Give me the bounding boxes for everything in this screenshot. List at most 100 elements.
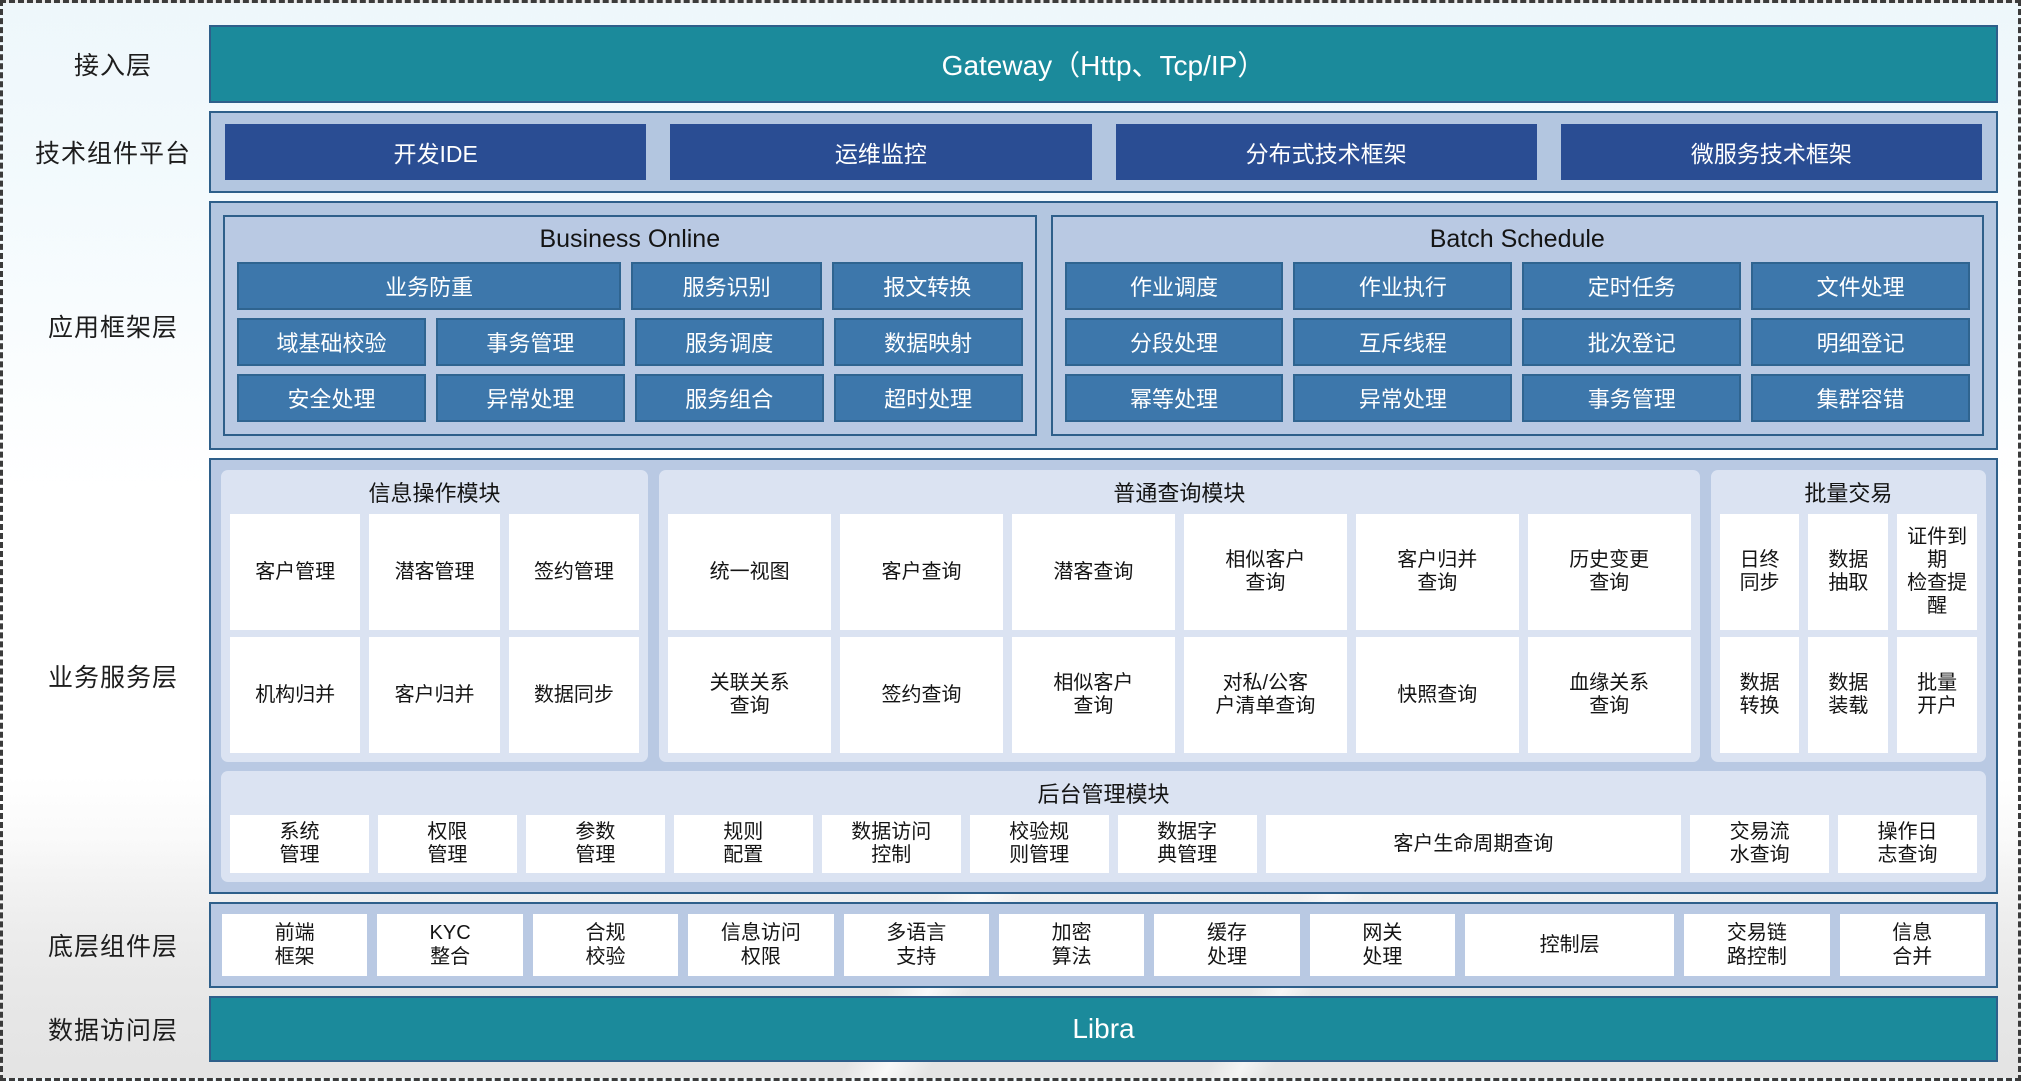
business-service-cell[interactable]: 统一视图 <box>668 514 832 630</box>
business-module: 信息操作模块客户管理潜客管理签约管理机构归并客户归并数据同步 <box>221 470 649 762</box>
business-module-row: 日终 同步数据 抽取证件到期 检查提醒 <box>1719 514 1978 630</box>
base-component-cell[interactable]: 信息 合并 <box>1839 914 1985 976</box>
app-framework-cell[interactable]: 异常处理 <box>435 374 625 422</box>
admin-module-cell[interactable]: 校验规 则管理 <box>969 815 1109 873</box>
app-framework-row: 幂等处理异常处理事务管理集群容错 <box>1064 374 1971 422</box>
base-component-cell[interactable]: 信息访问 权限 <box>688 914 834 976</box>
access-layer-body: Gateway（Http、Tcp/IP） <box>209 25 1998 103</box>
layer-label-tech-platform: 技术组件平台 <box>34 140 191 168</box>
business-service-cell[interactable]: 客户查询 <box>840 514 1003 630</box>
business-module-row: 统一视图客户查询潜客查询相似客户 查询客户归并 查询历史变更 查询 <box>668 514 1691 630</box>
app-framework-cell[interactable]: 数据映射 <box>833 318 1023 366</box>
base-component-cell[interactable]: 合规 校验 <box>532 914 679 976</box>
app-framework-cell[interactable]: 分段处理 <box>1064 318 1284 366</box>
business-module-grid: 日终 同步数据 抽取证件到期 检查提醒数据 转换数据 装载批量 开户 <box>1719 514 1978 753</box>
app-framework-cell[interactable]: 报文转换 <box>831 262 1023 310</box>
business-service-cell[interactable]: 相似客户 查询 <box>1183 514 1347 630</box>
app-framework-row: 业务防重服务识别报文转换 <box>237 262 1023 310</box>
admin-module-row: 系统 管理权限 管理参数 管理规则 配置数据访问 控制校验规 则管理数据字 典管… <box>230 815 1977 873</box>
business-module: 普通查询模块统一视图客户查询潜客查询相似客户 查询客户归并 查询历史变更 查询关… <box>659 470 1700 762</box>
base-component-cell[interactable]: KYC 整合 <box>377 914 523 976</box>
admin-module-cell[interactable]: 客户生命周期查询 <box>1265 815 1682 873</box>
base-component-cell[interactable]: 多语言 支持 <box>843 914 989 976</box>
app-framework-row: 域基础校验事务管理服务调度数据映射 <box>237 318 1023 366</box>
business-service-cell[interactable]: 日终 同步 <box>1719 514 1800 630</box>
admin-module-cell[interactable]: 操作日 志查询 <box>1838 815 1977 873</box>
business-service-cell[interactable]: 血缘关系 查询 <box>1527 637 1691 753</box>
tech-chip[interactable]: 分布式技术框架 <box>1115 124 1537 180</box>
base-component-cell[interactable]: 缓存 处理 <box>1154 914 1300 976</box>
app-framework-cell[interactable]: 互斥线程 <box>1293 318 1513 366</box>
admin-module-cell[interactable]: 规则 配置 <box>673 815 813 873</box>
app-framework-cell[interactable]: 事务管理 <box>435 318 625 366</box>
business-service-cell[interactable]: 机构归并 <box>230 637 361 753</box>
app-framework-cell[interactable]: 文件处理 <box>1751 262 1971 310</box>
app-framework-group-title: Business Online <box>539 225 721 253</box>
app-framework-cell[interactable]: 超时处理 <box>833 374 1023 422</box>
admin-module-cell[interactable]: 系统 管理 <box>230 815 369 873</box>
app-framework-cell[interactable]: 安全处理 <box>237 374 426 422</box>
business-service-cell[interactable]: 客户管理 <box>230 514 361 630</box>
admin-module-title: 后台管理模块 <box>1037 782 1170 807</box>
business-service-cell[interactable]: 关联关系 查询 <box>668 637 832 753</box>
business-module-title: 批量交易 <box>1804 481 1893 506</box>
business-module-row: 数据 转换数据 装载批量 开户 <box>1719 637 1978 753</box>
business-service-cell[interactable]: 客户归并 查询 <box>1355 514 1519 630</box>
app-framework-cell[interactable]: 幂等处理 <box>1064 374 1284 422</box>
business-service-cell[interactable]: 批量 开户 <box>1897 637 1978 753</box>
business-service-cell[interactable]: 客户归并 <box>369 637 500 753</box>
app-framework-cell[interactable]: 服务调度 <box>634 318 824 366</box>
gateway-bar[interactable]: Gateway（Http、Tcp/IP） <box>209 25 1998 103</box>
tech-chip[interactable]: 运维监控 <box>670 124 1092 180</box>
app-framework-cell[interactable]: 作业调度 <box>1064 262 1284 310</box>
app-framework-cell[interactable]: 定时任务 <box>1522 262 1742 310</box>
base-component-cell[interactable]: 加密 算法 <box>998 914 1145 976</box>
base-component-cell[interactable]: 交易链 路控制 <box>1684 914 1830 976</box>
row-data-access: 数据访问层 Libra <box>17 996 1998 1062</box>
admin-module-cell[interactable]: 数据字 典管理 <box>1117 815 1257 873</box>
business-service-cell[interactable]: 数据 装载 <box>1808 637 1889 753</box>
layer-label-base-components: 底层组件层 <box>47 933 178 961</box>
business-service-cell[interactable]: 数据 抽取 <box>1808 514 1889 630</box>
admin-module-cell[interactable]: 交易流 水查询 <box>1690 815 1830 873</box>
business-service-cell[interactable]: 数据同步 <box>508 637 640 753</box>
app-framework-cell[interactable]: 作业执行 <box>1293 262 1513 310</box>
app-framework-row: 作业调度作业执行定时任务文件处理 <box>1064 262 1971 310</box>
business-service-cell[interactable]: 证件到期 检查提醒 <box>1897 514 1978 630</box>
libra-bar[interactable]: Libra <box>209 996 1998 1062</box>
app-framework-cell[interactable]: 服务识别 <box>631 262 822 310</box>
app-framework-cell[interactable]: 事务管理 <box>1522 374 1742 422</box>
base-component-cell[interactable]: 控制层 <box>1465 914 1675 976</box>
app-framework-cell[interactable]: 域基础校验 <box>237 318 426 366</box>
tech-chip[interactable]: 开发IDE <box>225 124 647 180</box>
layer-label-app-framework: 应用框架层 <box>47 313 178 342</box>
business-service-cell[interactable]: 签约管理 <box>508 514 640 630</box>
business-service-cell[interactable]: 历史变更 查询 <box>1527 514 1691 630</box>
app-framework-cell[interactable]: 服务组合 <box>634 374 824 422</box>
admin-module-cell[interactable]: 权限 管理 <box>377 815 517 873</box>
business-service-cell[interactable]: 相似客户 查询 <box>1011 637 1175 753</box>
business-service-cell[interactable]: 签约查询 <box>840 637 1003 753</box>
app-framework-cell[interactable]: 集群容错 <box>1751 374 1971 422</box>
data-access-body: Libra <box>209 996 1998 1062</box>
app-framework-cell[interactable]: 异常处理 <box>1293 374 1513 422</box>
business-service-cell[interactable]: 数据 转换 <box>1719 637 1800 753</box>
business-module-row: 关联关系 查询签约查询相似客户 查询对私/公客 户清单查询快照查询血缘关系 查询 <box>668 637 1691 753</box>
app-framework-cell[interactable]: 批次登记 <box>1522 318 1742 366</box>
app-framework-cell[interactable]: 业务防重 <box>237 262 622 310</box>
business-service-cell[interactable]: 潜客管理 <box>369 514 500 630</box>
tech-chip[interactable]: 微服务技术框架 <box>1560 124 1982 180</box>
base-component-cell[interactable]: 网关 处理 <box>1309 914 1456 976</box>
admin-module-cell[interactable]: 参数 管理 <box>525 815 665 873</box>
business-service-cell[interactable]: 对私/公客 户清单查询 <box>1183 637 1347 753</box>
business-service-cell[interactable]: 潜客查询 <box>1011 514 1175 630</box>
app-framework-cell[interactable]: 明细登记 <box>1751 318 1971 366</box>
business-service-cell[interactable]: 快照查询 <box>1355 637 1519 753</box>
base-component-cell[interactable]: 前端 框架 <box>222 914 368 976</box>
admin-module-cell[interactable]: 数据访问 控制 <box>821 815 961 873</box>
